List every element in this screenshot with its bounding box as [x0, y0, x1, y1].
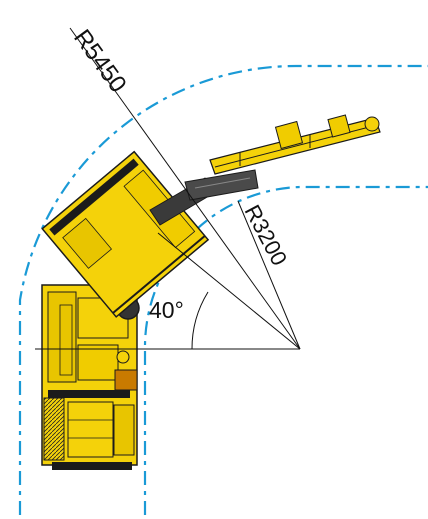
machine-illustration: [41, 114, 381, 470]
angle-label: 40°: [149, 297, 184, 323]
outer-clearance-line: [18, 64, 428, 515]
machine-chassis: [41, 284, 138, 470]
dimension-lines: [35, 27, 301, 350]
angle-arc: [191, 291, 209, 350]
outer-radius-line: [69, 27, 301, 350]
outer-radius-label: R5450: [68, 25, 131, 98]
inner-radius-label: R3200: [240, 201, 293, 270]
machine-feed: [209, 114, 381, 175]
angle-ray-line: [157, 232, 301, 350]
inner-radius-line: [237, 200, 301, 350]
machine-boom: [149, 169, 259, 226]
